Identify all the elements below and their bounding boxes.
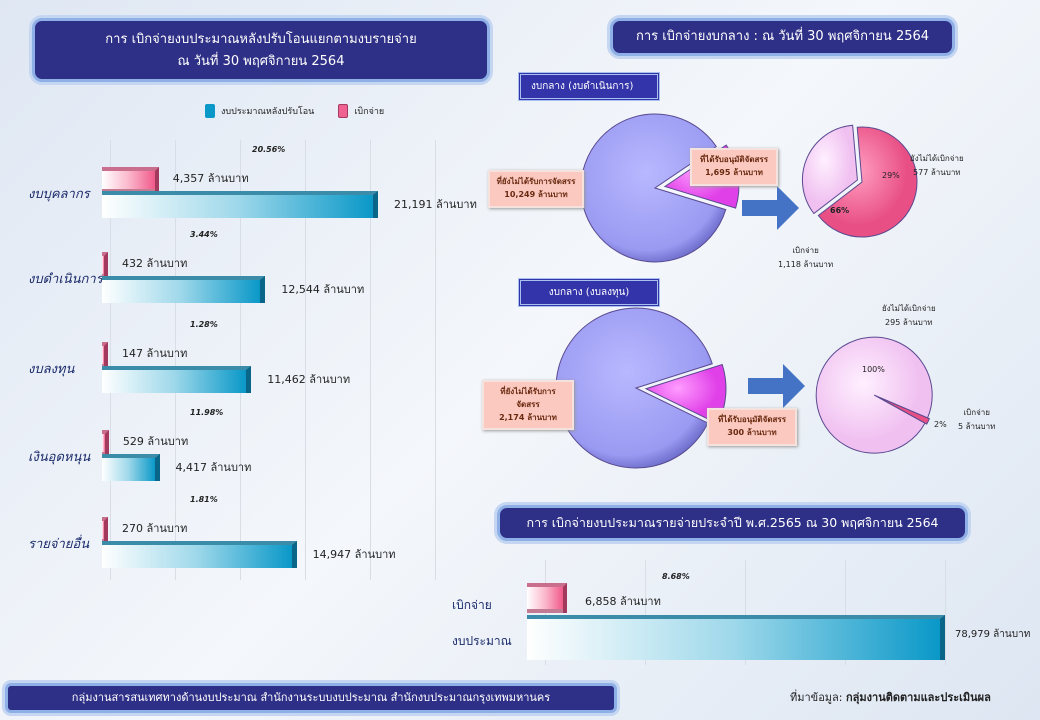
percent-label: 1.28% xyxy=(190,320,218,329)
pie4-pct-unspent: 100% xyxy=(862,365,885,374)
gridline xyxy=(845,560,846,665)
gridline xyxy=(370,140,371,580)
arrow-icon xyxy=(742,186,799,230)
footer-source: ที่มาข้อมูล: กลุ่มงานติดตามและประเมินผล xyxy=(790,688,991,706)
left-title: การ เบิกจ่ายงบประมาณหลังปรับโอนแยกตามงบร… xyxy=(32,18,490,82)
pie-slice xyxy=(817,126,918,238)
value-label-spent: 6,858 ล้านบาท xyxy=(585,595,661,608)
legend-budget-swatch xyxy=(205,104,215,118)
category-label: งบประมาณ xyxy=(452,634,512,648)
value-label-spent: 270 ล้านบาท xyxy=(122,522,188,535)
legend-spent-swatch xyxy=(338,104,349,118)
gridline xyxy=(110,140,111,580)
bar-budget xyxy=(102,191,378,218)
category-label: รายจ่ายอื่น xyxy=(28,537,90,552)
left-title-line1: การ เบิกจ่ายงบประมาณหลังปรับโอนแยกตามงบร… xyxy=(105,32,417,47)
category-label: งบดำเนินการ xyxy=(28,272,103,287)
gridline xyxy=(175,140,176,580)
value-label-budget: 12,544 ล้านบาท xyxy=(281,283,365,296)
category-label: งบลงทุน xyxy=(28,362,75,377)
bar-spent xyxy=(102,430,109,456)
pie-slice xyxy=(801,124,858,215)
percent-label: 8.68% xyxy=(662,572,690,581)
bottom-title: การ เบิกจ่ายงบประมาณรายจ่ายประจำปี พ.ศ.2… xyxy=(497,505,968,541)
legend-budget-label: งบประมาณหลังปรับโอน xyxy=(221,107,315,117)
bar-spent xyxy=(102,517,108,543)
bar-spent xyxy=(102,342,108,368)
value-label-spent: 432 ล้านบาท xyxy=(122,257,188,270)
bottom-bar-chart: เบิกจ่ายงบประมาณ 6,858 ล้านบาท 78,979 ล้าน… xyxy=(452,560,1031,665)
bar-budget xyxy=(102,276,266,303)
pie-slice xyxy=(815,336,933,454)
gridline xyxy=(435,140,436,580)
gridline xyxy=(240,140,241,580)
value-label-budget: 14,947 ล้านบาท xyxy=(312,548,396,561)
left-title-line2: ณ วันที่ 30 พฤศจิกายน 2564 xyxy=(177,54,345,69)
bar-budget xyxy=(102,454,160,481)
pie2-pct-spent: 66% xyxy=(830,206,850,215)
value-label-spent: 4,357 ล้านบาท xyxy=(172,172,249,185)
percent-label: 1.81% xyxy=(190,495,218,504)
percent-label: 3.44% xyxy=(190,230,218,239)
pie4-pct-spent: 2% xyxy=(934,420,947,429)
category-label: เงินอุดหนุน xyxy=(28,450,91,465)
category-label: งบบุคลากร xyxy=(28,187,90,202)
left-bar-chart: งบบุคลากร 4,357 ล้านบาท 21,191 ล้านบาท 20.5… xyxy=(0,0,500,600)
gridline xyxy=(645,560,646,665)
pie3-title: งบกลาง (งบลงทุน) xyxy=(518,278,660,307)
right-title: การ เบิกจ่ายงบกลาง : ณ วันที่ 30 พฤศจิกา… xyxy=(610,18,955,56)
percent-label: 11.98% xyxy=(190,408,224,417)
footer-org: กลุ่มงานสารสนเทศทางด้านงบประมาณ สำนักงาน… xyxy=(5,683,617,713)
legend-spent-label: เบิกจ่าย xyxy=(354,107,385,117)
gridline xyxy=(945,560,946,665)
value-label-budget: 11,462 ล้านบาท xyxy=(267,373,351,386)
pie1-title: งบกลาง (งบดำเนินการ) xyxy=(518,72,660,101)
bar-budget xyxy=(527,615,945,660)
gridline xyxy=(305,140,306,580)
legend: งบประมาณหลังปรับโอน เบิกจ่าย xyxy=(205,104,384,118)
arrow-icon xyxy=(748,364,805,408)
pie2-pct-unspent: 29% xyxy=(882,171,900,180)
bar-spent xyxy=(102,167,159,193)
percent-label: 20.56% xyxy=(252,145,286,154)
bar-budget xyxy=(102,541,297,568)
value-label-budget: 21,191 ล้านบาท xyxy=(394,198,477,211)
value-label-spent: 147 ล้านบาท xyxy=(122,347,188,360)
value-label-spent: 529 ล้านบาท xyxy=(122,435,189,448)
value-label-budget: 4,417 ล้านบาท xyxy=(175,461,252,474)
bar-budget xyxy=(102,366,252,393)
value-label-budget: 78,979 ล้านบาท xyxy=(955,629,1031,640)
category-label: เบิกจ่าย xyxy=(452,598,492,612)
source-label: ที่มาข้อมูล: xyxy=(790,691,843,704)
bar-spent xyxy=(102,252,108,278)
gridline xyxy=(745,560,746,665)
bar-spent xyxy=(527,583,568,613)
source-value: กลุ่มงานติดตามและประเมินผล xyxy=(846,691,991,704)
